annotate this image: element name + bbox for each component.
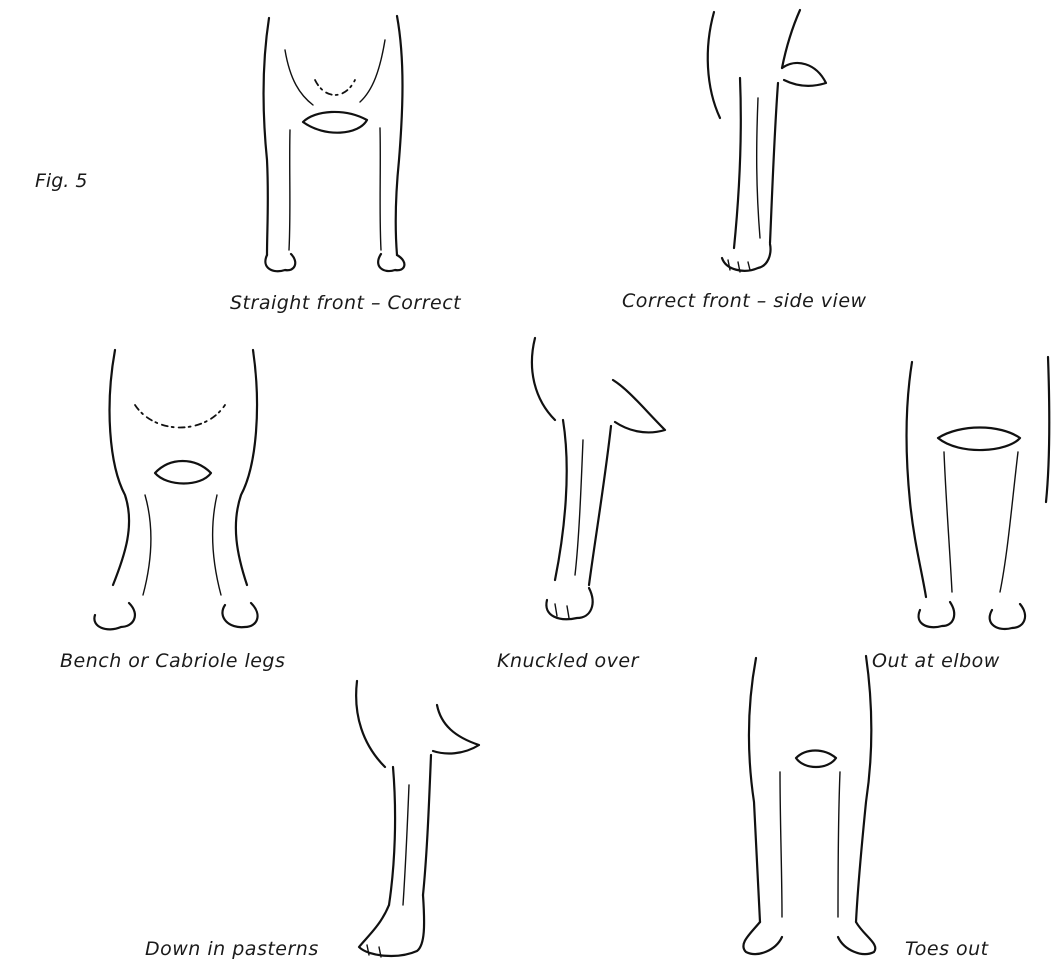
down-in-pasterns-drawing (345, 675, 490, 965)
straight-front-drawing (255, 10, 415, 275)
figure-label: Fig. 5 (35, 170, 87, 192)
bench-cabriole-drawing (85, 345, 275, 630)
out-at-elbow-drawing (900, 352, 1051, 632)
knuckled-over-drawing (525, 330, 675, 630)
caption-correct-front-side: Correct front – side view (622, 290, 867, 312)
caption-down-in-pasterns: Down in pasterns (145, 938, 319, 960)
caption-straight-front: Straight front – Correct (230, 292, 461, 314)
caption-toes-out: Toes out (905, 938, 989, 960)
caption-knuckled-over: Knuckled over (497, 650, 639, 672)
correct-front-side-drawing (700, 8, 830, 278)
caption-bench-cabriole: Bench or Cabriole legs (60, 650, 285, 672)
toes-out-drawing (740, 652, 900, 964)
